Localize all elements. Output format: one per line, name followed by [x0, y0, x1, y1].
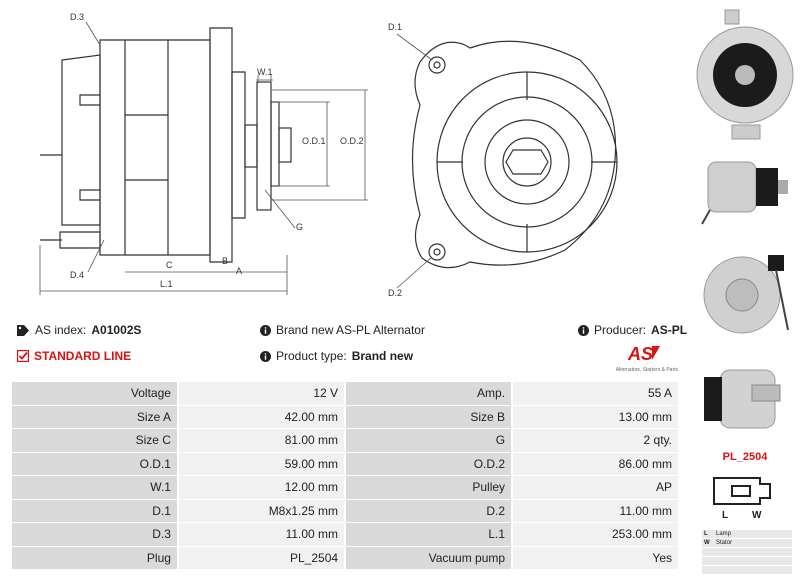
spec-label: O.D.2	[346, 452, 512, 475]
product-type: Product type: Brand new	[260, 349, 413, 363]
product-thumbnails	[690, 0, 800, 582]
standard-line: STANDARD LINE	[17, 349, 131, 363]
brand-info: Brand new AS-PL Alternator	[260, 323, 425, 337]
legend-desc: Stator	[716, 540, 733, 546]
plug-pin-w: W	[752, 510, 762, 520]
plug-pin-l: L	[722, 510, 728, 520]
tag-icon	[17, 324, 30, 336]
standard-line-label: STANDARD LINE	[34, 349, 132, 363]
spec-label: Amp.	[346, 382, 512, 405]
as-index-label: AS index:	[35, 323, 87, 337]
spec-label: Voltage	[12, 382, 177, 405]
label-d3: D.3	[70, 12, 84, 22]
logo-tagline: Alternators, Starters & Parts	[616, 367, 679, 373]
legend-key: W	[704, 540, 710, 546]
spec-label: D.2	[346, 499, 512, 522]
legend-row: W Stator	[702, 539, 792, 547]
thumb-front-view[interactable]	[690, 0, 800, 145]
label-c: C	[166, 260, 173, 270]
product-type-label: Product type:	[276, 349, 347, 363]
spec-value: 59.00 mm	[178, 452, 345, 475]
spec-label: Plug	[12, 546, 177, 569]
label-w1: W.1	[257, 67, 273, 77]
spec-value: Yes	[513, 546, 678, 569]
spec-label: G	[346, 429, 512, 452]
spec-label: Size A	[12, 405, 177, 428]
spec-label: Vacuum pump	[346, 546, 512, 569]
plug-diagram: L W	[713, 477, 771, 520]
info-icon	[260, 324, 271, 336]
label-d1: D.1	[388, 22, 402, 32]
legend-row-empty	[702, 566, 792, 574]
spec-value: 2 qty.	[513, 429, 678, 452]
as-index: AS index: A01002S	[17, 323, 141, 337]
as-index-value: A01002S	[91, 323, 142, 337]
spec-value: 81.00 mm	[178, 429, 345, 452]
producer-label: Producer:	[594, 323, 647, 337]
spec-value: PL_2504	[178, 546, 345, 569]
spec-label: Size C	[12, 429, 177, 452]
producer: Producer: AS-PL	[578, 323, 687, 337]
thumb-rear-view[interactable]	[690, 240, 800, 350]
thumb-angle-view[interactable]	[690, 355, 800, 445]
spec-value: 42.00 mm	[178, 405, 345, 428]
info-icon	[260, 350, 271, 362]
spec-label: L.1	[346, 523, 512, 546]
spec-value: 86.00 mm	[513, 452, 678, 475]
label-od1: O.D.1	[302, 136, 326, 146]
logo-mark: AS	[627, 344, 653, 364]
label-d4: D.4	[70, 270, 84, 280]
label-g: G	[296, 222, 303, 232]
checkbox-icon	[17, 350, 29, 362]
product-type-value: Brand new	[351, 349, 414, 363]
legend-key: L	[704, 531, 708, 537]
spec-value: 11.00 mm	[178, 523, 345, 546]
technical-drawing: D.3 D.4 W.1 O.D.1 O.D.2 G C B A L.1 D.1 …	[39, 12, 618, 298]
legend-desc: Lamp	[716, 531, 732, 537]
spec-value: M8x1.25 mm	[178, 499, 345, 522]
spec-label: D.3	[12, 523, 177, 546]
spec-label: W.1	[12, 476, 177, 499]
spec-label: O.D.1	[12, 452, 177, 475]
spec-label: D.1	[12, 499, 177, 522]
label-od2: O.D.2	[340, 136, 364, 146]
legend-row: L Lamp	[702, 530, 792, 538]
spec-value: AP	[513, 476, 678, 499]
label-b: B	[222, 256, 228, 266]
label-l1: L.1	[160, 279, 173, 289]
legend-row-empty	[702, 548, 792, 556]
label-a: A	[236, 266, 242, 276]
spec-value: 55 A	[513, 382, 678, 405]
label-d2: D.2	[388, 288, 402, 298]
spec-label: Size B	[346, 405, 512, 428]
producer-value: AS-PL	[651, 323, 688, 337]
spec-label: Pulley	[346, 476, 512, 499]
spec-value: 13.00 mm	[513, 405, 678, 428]
legend-row-empty	[702, 557, 792, 565]
spec-value: 12.00 mm	[178, 476, 345, 499]
plug-legend: L Lamp W Stator	[702, 530, 792, 575]
brand-text: Brand new AS-PL Alternator	[276, 323, 425, 337]
spec-value: 12 V	[178, 382, 345, 405]
thumb-side-view[interactable]	[690, 150, 800, 230]
as-pl-logo: AS Alternators, Starters & Parts	[600, 342, 680, 376]
info-icon	[578, 324, 589, 336]
spec-value: 253.00 mm	[513, 523, 678, 546]
plug-name: PL_2504	[722, 451, 768, 463]
spec-value: 11.00 mm	[513, 499, 678, 522]
